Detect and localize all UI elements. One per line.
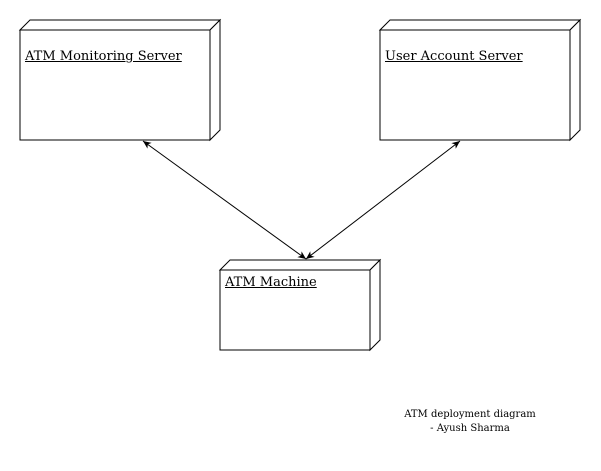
node-label-atm-machine: ATM Machine xyxy=(225,275,317,290)
node-label-user-account-server: User Account Server xyxy=(385,49,523,64)
node-atm-monitoring-server[interactable] xyxy=(18,18,222,142)
node-user-account-server[interactable] xyxy=(378,18,582,142)
connector-monitoring-to-machine[interactable] xyxy=(142,140,307,260)
caption-author: - Ayush Sharma xyxy=(430,423,510,434)
node-label-atm-monitoring-server: ATM Monitoring Server xyxy=(25,49,182,64)
caption-title: ATM deployment diagram xyxy=(404,409,536,420)
node-atm-machine[interactable] xyxy=(218,258,382,352)
connector-account-to-machine[interactable] xyxy=(305,140,461,260)
diagram-caption: ATM deployment diagram - Ayush Sharma xyxy=(400,408,540,436)
